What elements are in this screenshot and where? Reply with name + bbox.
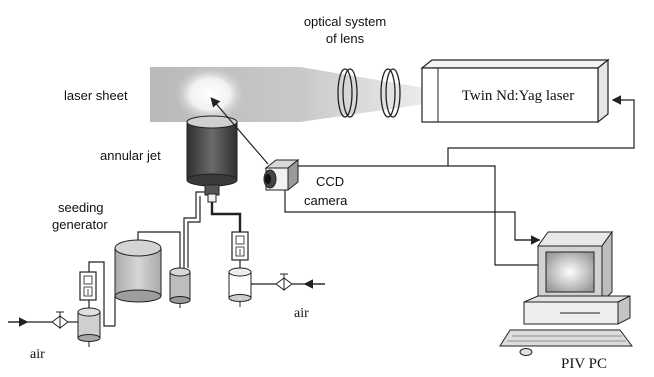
collector-tank xyxy=(169,267,191,308)
optical-system-label-line2: of lens xyxy=(326,31,365,46)
piv-pc-label: PIV PC xyxy=(561,356,607,372)
optical-system-label-line1: optical system xyxy=(304,14,386,29)
twin-laser-label: Twin Nd:Yag laser xyxy=(462,88,574,104)
left-flowmeter xyxy=(79,271,97,301)
seeding-generator-tank xyxy=(114,239,162,303)
right-valve xyxy=(275,273,293,291)
twin-laser-box: Twin Nd:Yag laser xyxy=(420,58,610,124)
annular-jet-label: annular jet xyxy=(100,148,161,163)
ccd-label-line2: camera xyxy=(304,193,348,208)
right-filter xyxy=(228,267,252,307)
air-piping xyxy=(8,191,325,327)
ccd-label-line1: CCD xyxy=(316,174,344,189)
left-valve xyxy=(51,311,69,329)
seeding-label-line2: generator xyxy=(52,217,108,232)
right-flowmeter xyxy=(231,231,249,261)
left-filter xyxy=(77,307,101,347)
laser-sheet-label: laser sheet xyxy=(64,88,128,103)
air-right-label: air xyxy=(294,306,309,321)
ccd-camera xyxy=(263,158,300,192)
piv-pc xyxy=(499,230,633,356)
optical-lens-system xyxy=(337,68,401,118)
air-left-label: air xyxy=(30,347,45,362)
seeding-label-line1: seeding xyxy=(58,200,104,215)
camera-view-arrow xyxy=(210,97,269,165)
annular-jet xyxy=(186,115,238,203)
